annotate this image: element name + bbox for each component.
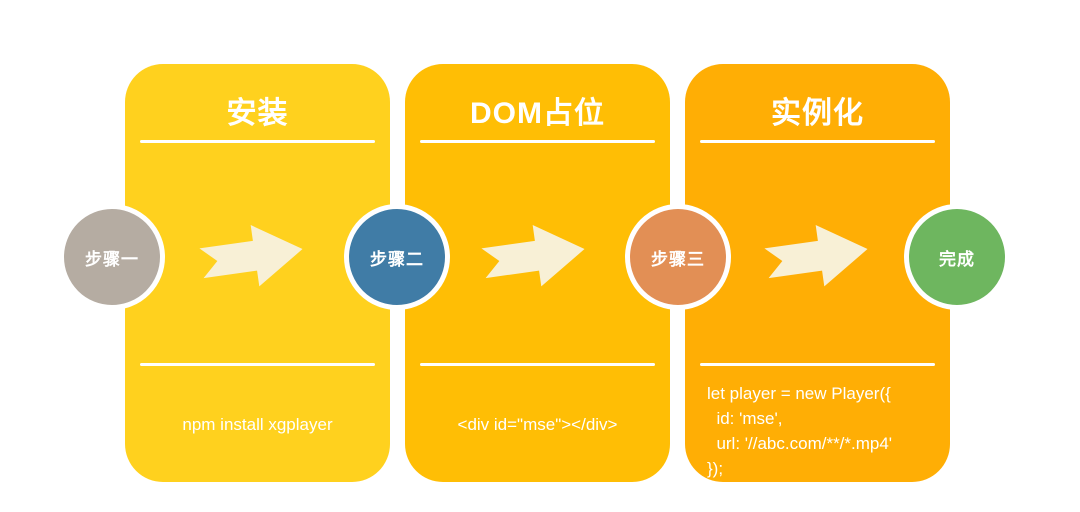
right-arrow-icon-2 (481, 225, 585, 287)
right-arrow-icon-3 (764, 225, 868, 287)
code-text: url: '//abc.com/**/*.mp4' (707, 434, 893, 453)
right-arrow-icon-1 (199, 225, 303, 287)
code-divider (700, 363, 935, 366)
card-title-dom: DOM占位 (470, 97, 605, 130)
step-badge-1: 步骤一 (59, 204, 165, 310)
code-divider (140, 363, 375, 366)
code-area: <div id="mse"></div> (405, 367, 670, 482)
code-area: let player = new Player({ id: 'mse', url… (685, 367, 950, 482)
card-title-instantiate: 实例化 (771, 97, 864, 130)
step-badge-3-label: 步骤三 (651, 249, 705, 269)
step-badge-2-label: 步骤二 (370, 249, 424, 269)
step-badge-2: 步骤二 (344, 204, 450, 310)
card-title-install: 安装 (226, 97, 289, 130)
code-text: <div id="mse"></div> (457, 415, 618, 434)
code-text: let player = new Player({ (707, 384, 891, 403)
title-divider (420, 140, 655, 143)
step-badge-3: 步骤三 (625, 204, 731, 310)
title-divider (140, 140, 375, 143)
code-text: }); (707, 459, 724, 478)
title-divider (700, 140, 935, 143)
code-divider (420, 363, 655, 366)
step-card-dom: DOM占位 <div id="mse"></div> (405, 64, 670, 482)
code-text: npm install xgplayer (182, 415, 333, 434)
code-text: id: 'mse', (707, 409, 783, 428)
step-badge-done-label: 完成 (939, 249, 975, 269)
step-badge-done: 完成 (904, 204, 1010, 310)
step-badge-1-label: 步骤一 (85, 249, 139, 269)
code-area: npm install xgplayer (125, 367, 390, 482)
